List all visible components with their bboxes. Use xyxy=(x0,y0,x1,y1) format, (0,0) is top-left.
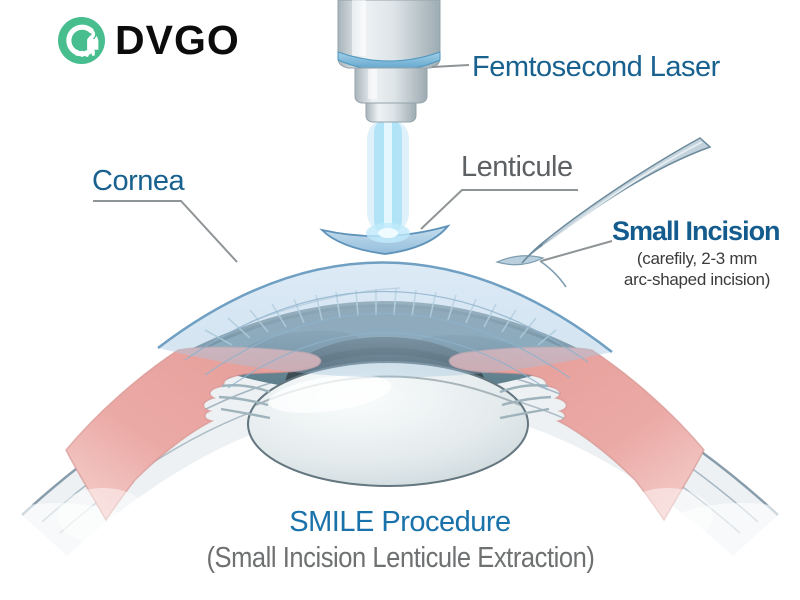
femtosecond-laser-leader-line xyxy=(431,64,470,68)
lenticule-leader-line xyxy=(420,189,578,230)
small-incision-note: (carefily, 2-3 mm arc-shaped incision) xyxy=(597,249,797,290)
femtosecond-laser-label: Femtosecond Laser xyxy=(472,51,720,83)
lens-highlight xyxy=(268,375,392,413)
procedure-subtitle: (Small Incision Lenticule Extraction) xyxy=(206,542,594,574)
laser-beam xyxy=(366,118,410,243)
lenticule-label: Lenticule xyxy=(461,151,573,183)
caption-block: SMILE Procedure (Small Incision Lenticul… xyxy=(0,506,800,575)
incision-mark xyxy=(495,255,567,288)
zonule-fibers-right xyxy=(499,384,552,420)
cornea-leader-line xyxy=(93,200,238,263)
cornea-layer-lines xyxy=(184,287,589,391)
small-incision-note-line2: arc-shaped incision) xyxy=(623,269,771,289)
zonule-fibers-left xyxy=(218,384,271,420)
laser-device xyxy=(337,0,441,123)
surgical-instrument xyxy=(521,137,712,264)
small-incision-leader-line xyxy=(540,240,613,262)
brand-logo: DVGO xyxy=(58,17,240,64)
cornea-dome xyxy=(157,261,613,391)
cornea-label: Cornea xyxy=(92,165,185,197)
cat-logo-icon xyxy=(58,17,105,64)
lens xyxy=(247,361,529,487)
brand-name: DVGO xyxy=(115,17,240,63)
procedure-title: SMILE Procedure xyxy=(289,506,511,538)
small-incision-label: Small Incision xyxy=(612,216,781,246)
small-incision-note-line1: (carefily, 2-3 mm xyxy=(636,249,758,268)
